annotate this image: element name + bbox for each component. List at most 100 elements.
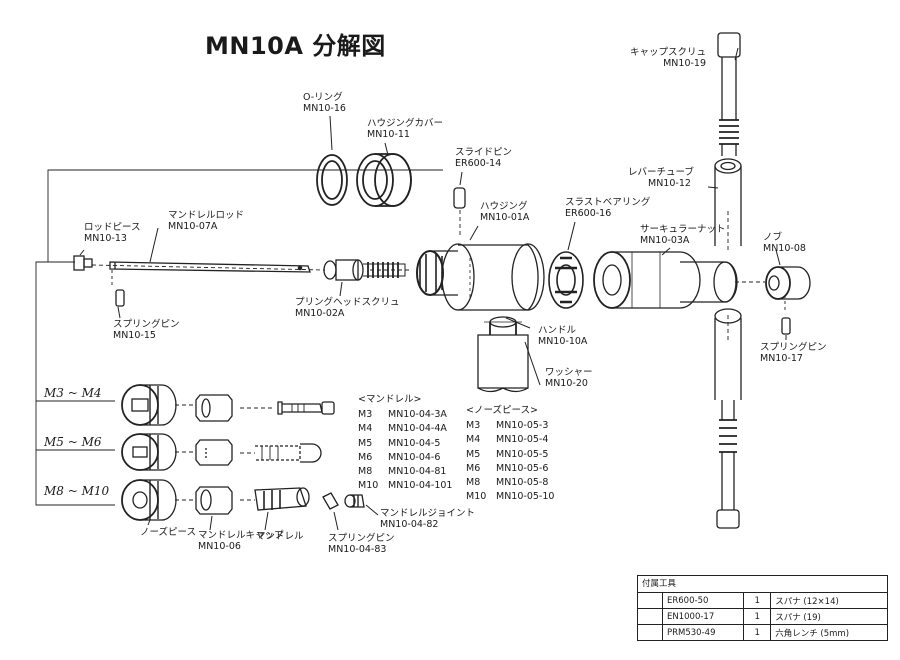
nose-piece-m8-m10 <box>121 479 177 521</box>
mandrel-rod <box>109 261 311 273</box>
accessory-row: ER600-50 1 スパナ (12×14) <box>638 593 887 609</box>
o-ring-code: MN10-16 <box>303 103 346 114</box>
rod-piece-label: ロッドピース MN10-13 <box>84 222 141 244</box>
spring-pin-17-label: スプリングピン MN10-17 <box>760 342 827 364</box>
o-ring <box>316 154 348 206</box>
spring-pin-17-name: スプリングピン <box>760 342 827 353</box>
cap-screw <box>717 32 741 156</box>
mandrel-cap-name: マンドレルキャップ <box>198 530 284 541</box>
cap-screw-name: キャップスクリュ <box>630 47 707 58</box>
mandrel-cap-m5-m6 <box>195 439 233 466</box>
mandrel-name: マンドレル <box>256 531 304 542</box>
slide-pin <box>453 187 466 209</box>
housing-cover-label: ハウジングカバー MN10-11 <box>367 118 443 140</box>
housing-cover-name: ハウジングカバー <box>367 118 444 129</box>
knob-label: ノブ MN10-08 <box>763 232 806 254</box>
spring-pin-83-code: MN10-04-83 <box>328 544 387 555</box>
nose-piece-name: ノーズピース <box>140 527 197 538</box>
handle-code: MN10-10A <box>538 336 588 347</box>
accessory-row: PRM530-49 1 六角レンチ (5mm) <box>638 624 887 640</box>
rod-piece-name: ロッドピース <box>84 222 141 233</box>
knob-code: MN10-08 <box>763 243 806 254</box>
handle <box>477 316 529 393</box>
o-ring-label: O-リング MN10-16 <box>303 92 346 114</box>
mandrel-m5-m6 <box>255 443 322 463</box>
handle-label: ハンドル MN10-10A <box>538 325 587 347</box>
spring-head-screw-name: プリングヘッドスクリュ <box>295 297 400 308</box>
circular-nut-label: サーキュラーナット MN10-03A <box>640 224 726 246</box>
circular-nut-code: MN10-03A <box>640 235 690 246</box>
mandrel-cap-m8-m10 <box>195 486 233 515</box>
spring-head-screw-label: プリングヘッドスクリュ MN10-02A <box>295 297 400 319</box>
thrust-bearing <box>548 251 584 309</box>
spring-head-screw-code: MN10-02A <box>295 308 345 319</box>
housing-code: MN10-01A <box>480 212 530 223</box>
accessories-header: 付属工具 <box>638 576 887 593</box>
page-title: MN10A 分解図 <box>205 32 386 60</box>
knob-name: ノブ <box>763 232 783 243</box>
washer-label: ワッシャー MN10-20 <box>545 367 593 389</box>
mandrel-joint-label: マンドレルジョイント MN10-04-82 <box>380 508 475 530</box>
spring-pin-15-name: スプリングピン <box>113 319 180 330</box>
o-ring-name: O-リング <box>303 92 343 103</box>
lever-tube-code: MN10-12 <box>648 178 691 189</box>
washer-name: ワッシャー <box>545 367 593 378</box>
mandrel-label: マンドレル <box>256 531 304 542</box>
mandrel-cap-label: マンドレルキャップ MN10-06 <box>198 530 284 552</box>
spring-pin-15-code: MN10-15 <box>113 330 156 341</box>
thrust-bearing-label: スラストベアリング ER600-16 <box>565 197 650 219</box>
nose-piece-list-header: <ノーズピース> <box>466 405 538 416</box>
spring-pin-15-label: スプリングピン MN10-15 <box>113 319 180 341</box>
spring-pin-83 <box>322 492 339 510</box>
mandrel-m3-m4 <box>277 401 335 415</box>
guide-lines <box>35 169 786 506</box>
housing-cover-code: MN10-11 <box>367 129 410 140</box>
slide-pin-label: スライドピン ER600-14 <box>455 147 512 169</box>
cap-screw-code: MN10-19 <box>663 58 707 69</box>
size-group-m3-m4: M3 ~ M4 <box>44 386 102 400</box>
accessories-table: 付属工具 ER600-50 1 スパナ (12×14) EN1000-17 1 … <box>637 575 888 641</box>
lever-tube-lower <box>714 308 742 529</box>
nose-piece-m5-m6 <box>121 433 177 471</box>
housing <box>416 243 545 311</box>
lever-tube-name: レバーチューブ <box>628 167 694 178</box>
nose-piece-m3-m4 <box>121 384 177 426</box>
slide-pin-code: ER600-14 <box>455 158 502 169</box>
accessory-row: EN1000-17 1 スパナ (19) <box>638 608 887 625</box>
rod-piece <box>73 255 93 271</box>
circular-nut <box>593 251 738 309</box>
mandrel-joint <box>344 494 365 508</box>
knob <box>765 266 811 300</box>
mandrel-cap-m3-m4 <box>195 394 233 422</box>
mandrel-rod-label: マンドレルロッド MN10-07A <box>168 210 244 232</box>
rod-piece-code: MN10-13 <box>84 233 127 244</box>
lever-tube-label: レバーチューブ MN10-12 <box>628 167 694 189</box>
housing-name: ハウジング <box>480 201 528 212</box>
washer-code: MN10-20 <box>545 378 588 389</box>
cap-screw-label: キャップスクリュ MN10-19 <box>630 47 706 69</box>
mandrel-joint-name: マンドレルジョイント <box>380 508 476 519</box>
slide-pin-name: スライドピン <box>455 147 513 158</box>
housing-cover <box>356 153 412 207</box>
size-group-m5-m6: M5 ~ M6 <box>44 435 102 449</box>
mandrel-list-header: <マンドレル> <box>358 394 422 405</box>
spring-pin-17 <box>781 317 791 335</box>
lever-tube-upper <box>714 158 742 246</box>
spring-head-screw <box>323 259 406 281</box>
mandrel-rod-code: MN10-07A <box>168 221 218 232</box>
nose-piece-label: ノーズピース <box>140 527 196 538</box>
